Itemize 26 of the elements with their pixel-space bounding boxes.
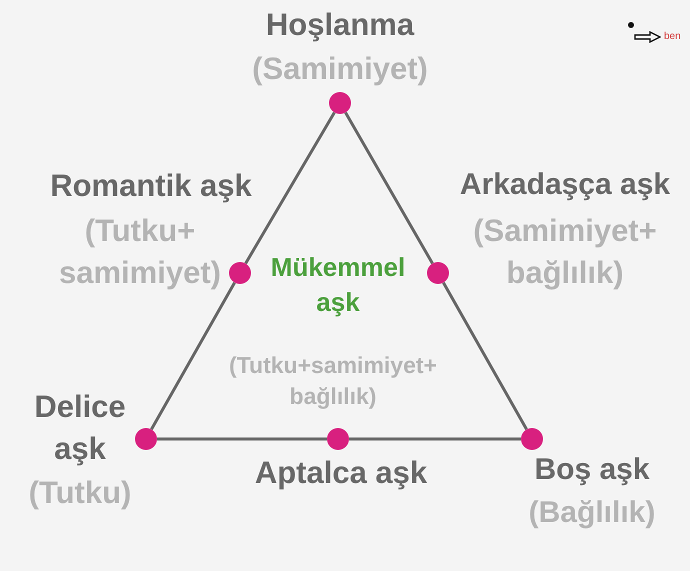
- love-type-label: Aptalca aşk: [254, 454, 428, 492]
- connector-line: [344, 112, 434, 264]
- love-type-label: Boş aşk: [533, 452, 651, 488]
- center-subtitle: (Tutku+samimiyet+ bağlılık): [228, 351, 438, 412]
- components-label: (Tutku): [28, 474, 132, 512]
- dot-marker: [229, 262, 251, 284]
- dot-marker: [427, 262, 449, 284]
- center-title: Mükemmel aşk: [270, 251, 406, 320]
- components-label: (Samimiyet): [251, 50, 429, 88]
- dot-marker: [521, 428, 543, 450]
- components-label: (Tutku+ samimiyet): [58, 212, 222, 292]
- love-type-label: Hoşlanma: [264, 6, 416, 44]
- love-type-label: Delice aşk: [33, 388, 127, 468]
- dot-marker: [329, 92, 351, 114]
- connector-line: [442, 282, 528, 430]
- connector-line: [150, 282, 236, 430]
- dot-marker: [135, 428, 157, 450]
- components-label: (Bağlılık): [528, 495, 656, 531]
- love-type-label: Romantik aşk: [49, 167, 253, 205]
- components-label: (Samimiyet+ bağlılık): [472, 212, 658, 292]
- connector-line: [349, 438, 521, 440]
- love-type-label: Arkadaşça aşk: [458, 167, 672, 203]
- connector-line: [157, 438, 327, 440]
- dot-marker: [327, 428, 349, 450]
- connector-line: [244, 112, 336, 264]
- legend-label: ben: [664, 31, 681, 43]
